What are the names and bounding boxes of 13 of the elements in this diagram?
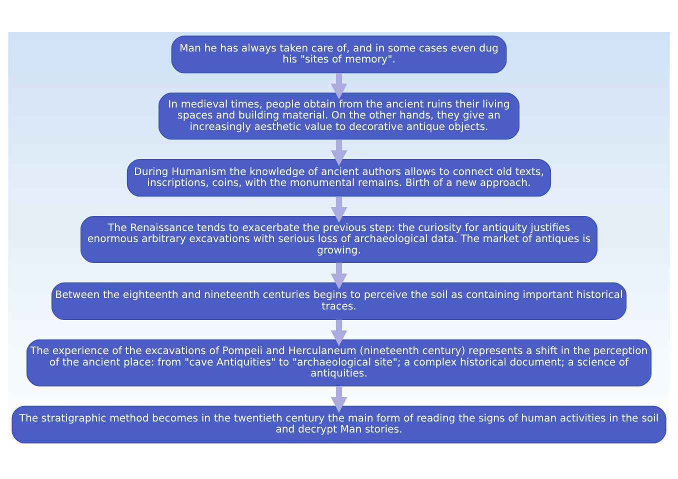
- arrow: [330, 196, 348, 223]
- node-box: In medieval times, people obtain from the ancient ruins their living spaces and building material. On the other hands, they give an increasingly aesthetic value to decorative antique objects.: [158, 92, 520, 140]
- arrow: [330, 73, 348, 100]
- node-box: During Humanism the knowledge of ancient authors allows to connect old texts, inscriptions, coins, with the monumental remains. Birth of a new approach.: [126, 158, 552, 197]
- node-box: Between the eighteenth and nineteenth centuries begins to perceive the soil as containing important historical traces.: [51, 282, 627, 320]
- arrow: [330, 262, 348, 290]
- arrow: [330, 386, 348, 413]
- node-box: The stratigraphic method becomes in the twentieth century the main form of reading the signs of human activities in the soil and decrypt Man stories.: [12, 406, 666, 444]
- node-box: Man he has always taken care of, and in some cases even dug his "sites of memory".: [171, 36, 507, 74]
- node-box: The Renaissance tends to exacerbate the previous step: the curiosity for antiquity justifies enormous arbitrary excavations with serious loss of archaeological data. The market of antiques is growing.: [80, 216, 598, 263]
- arrow: [330, 139, 348, 166]
- arrow: [330, 320, 348, 346]
- node-box: The experience of the excavations of Pompeii and Herculaneum (nineteenth century) represents a shift in the perception of the ancient place: from "cave Antiquities" to "archaeological site"; a complex historical document; a science of antiquities.: [26, 339, 652, 386]
